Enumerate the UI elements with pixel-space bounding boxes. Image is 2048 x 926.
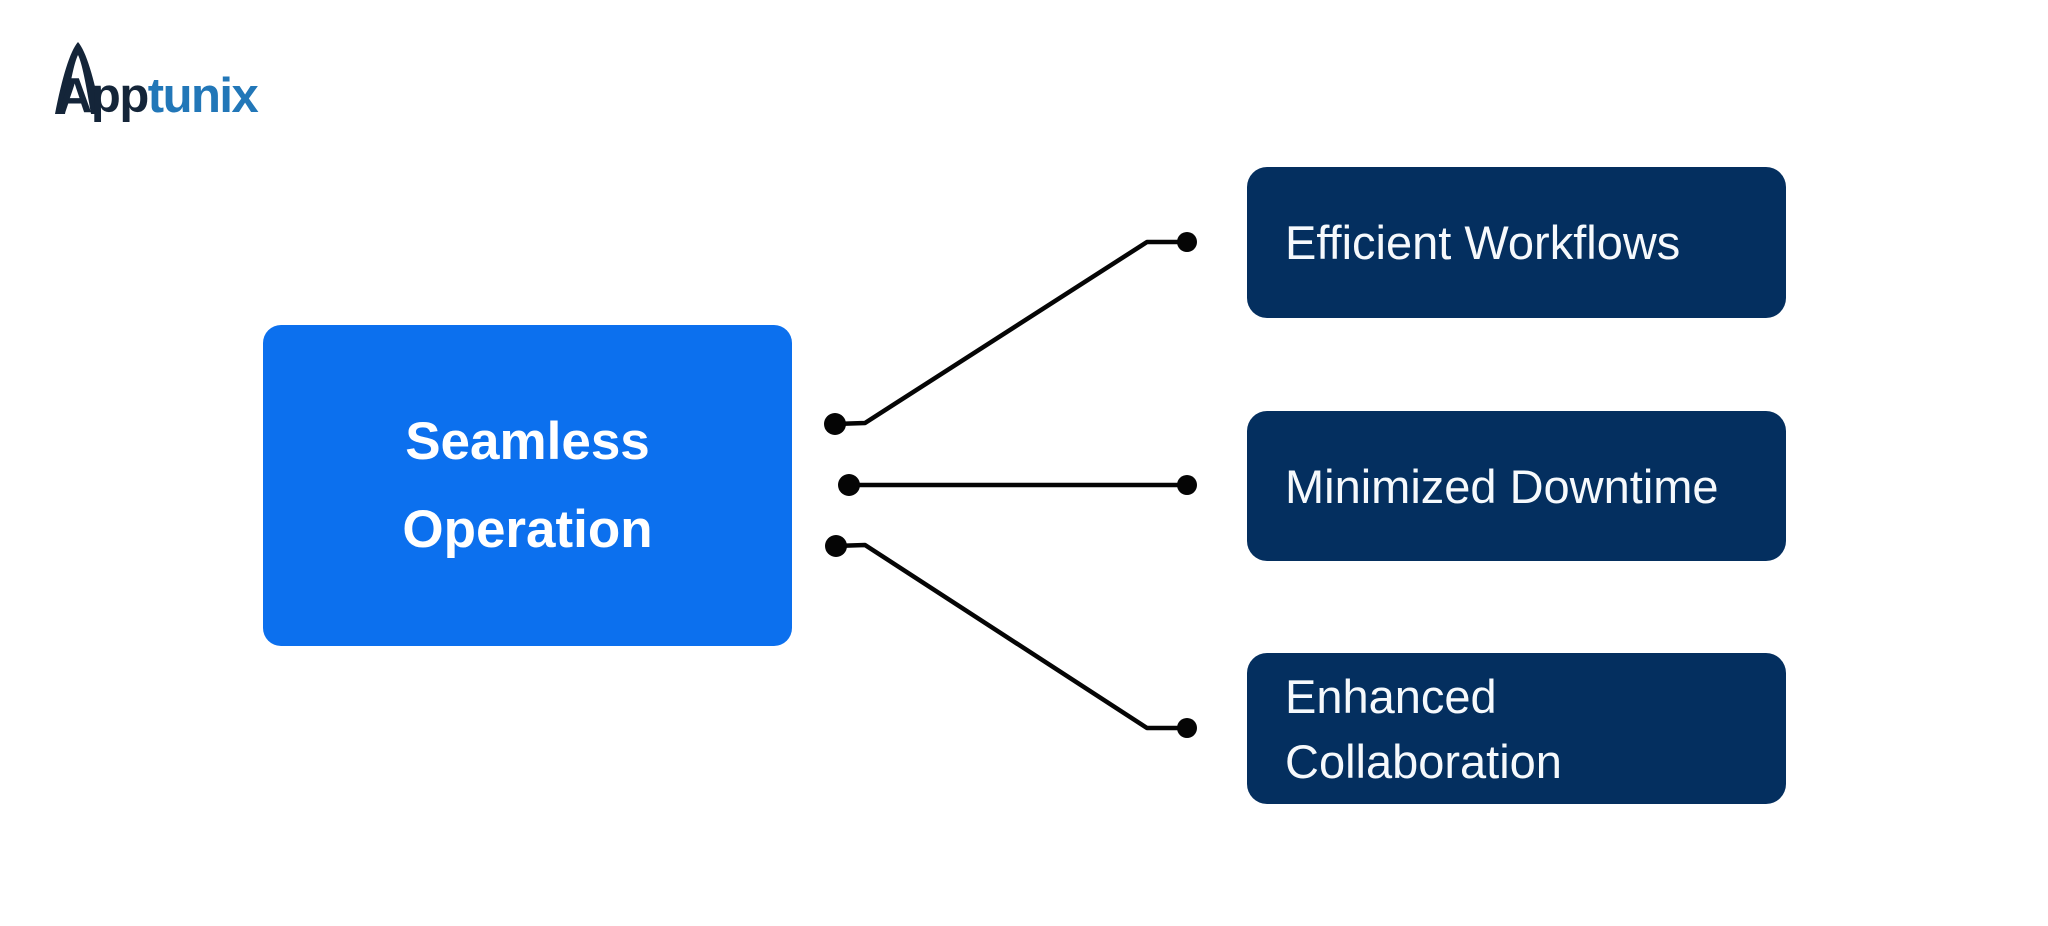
branch-node-enhanced-collaboration: Enhanced Collaboration: [1247, 653, 1786, 804]
connector-bottom: [834, 542, 1187, 731]
connector-top: [834, 239, 1187, 427]
root-node-seamless-operation: Seamless Operation: [263, 325, 792, 646]
branch-label: Efficient Workflows: [1285, 216, 1681, 269]
branch-label: Enhanced: [1285, 669, 1497, 723]
endpoint-dot: [824, 413, 846, 435]
brand-wordmark: Apptunix: [57, 69, 259, 123]
arch-icon: [55, 42, 101, 114]
endpoint-dot: [1177, 232, 1197, 252]
root-node-label-line1: Seamless: [405, 411, 650, 471]
branch-node-efficient-workflows: Efficient Workflows: [1247, 167, 1786, 318]
branch-node-minimized-downtime: Minimized Downtime: [1247, 411, 1786, 561]
endpoint-dot: [1177, 475, 1197, 495]
branch-label-line2: Collaboration: [1285, 734, 1562, 788]
brand-name-prefix: App: [57, 69, 149, 123]
brand-logo: Apptunix: [55, 42, 315, 122]
endpoint-dot: [1177, 718, 1197, 738]
endpoint-dot: [838, 474, 860, 496]
root-node-label-line2: Operation: [402, 499, 653, 559]
branch-label: Minimized Downtime: [1285, 459, 1719, 513]
brand-name-suffix: tunix: [147, 69, 259, 123]
endpoint-dot: [825, 535, 847, 557]
